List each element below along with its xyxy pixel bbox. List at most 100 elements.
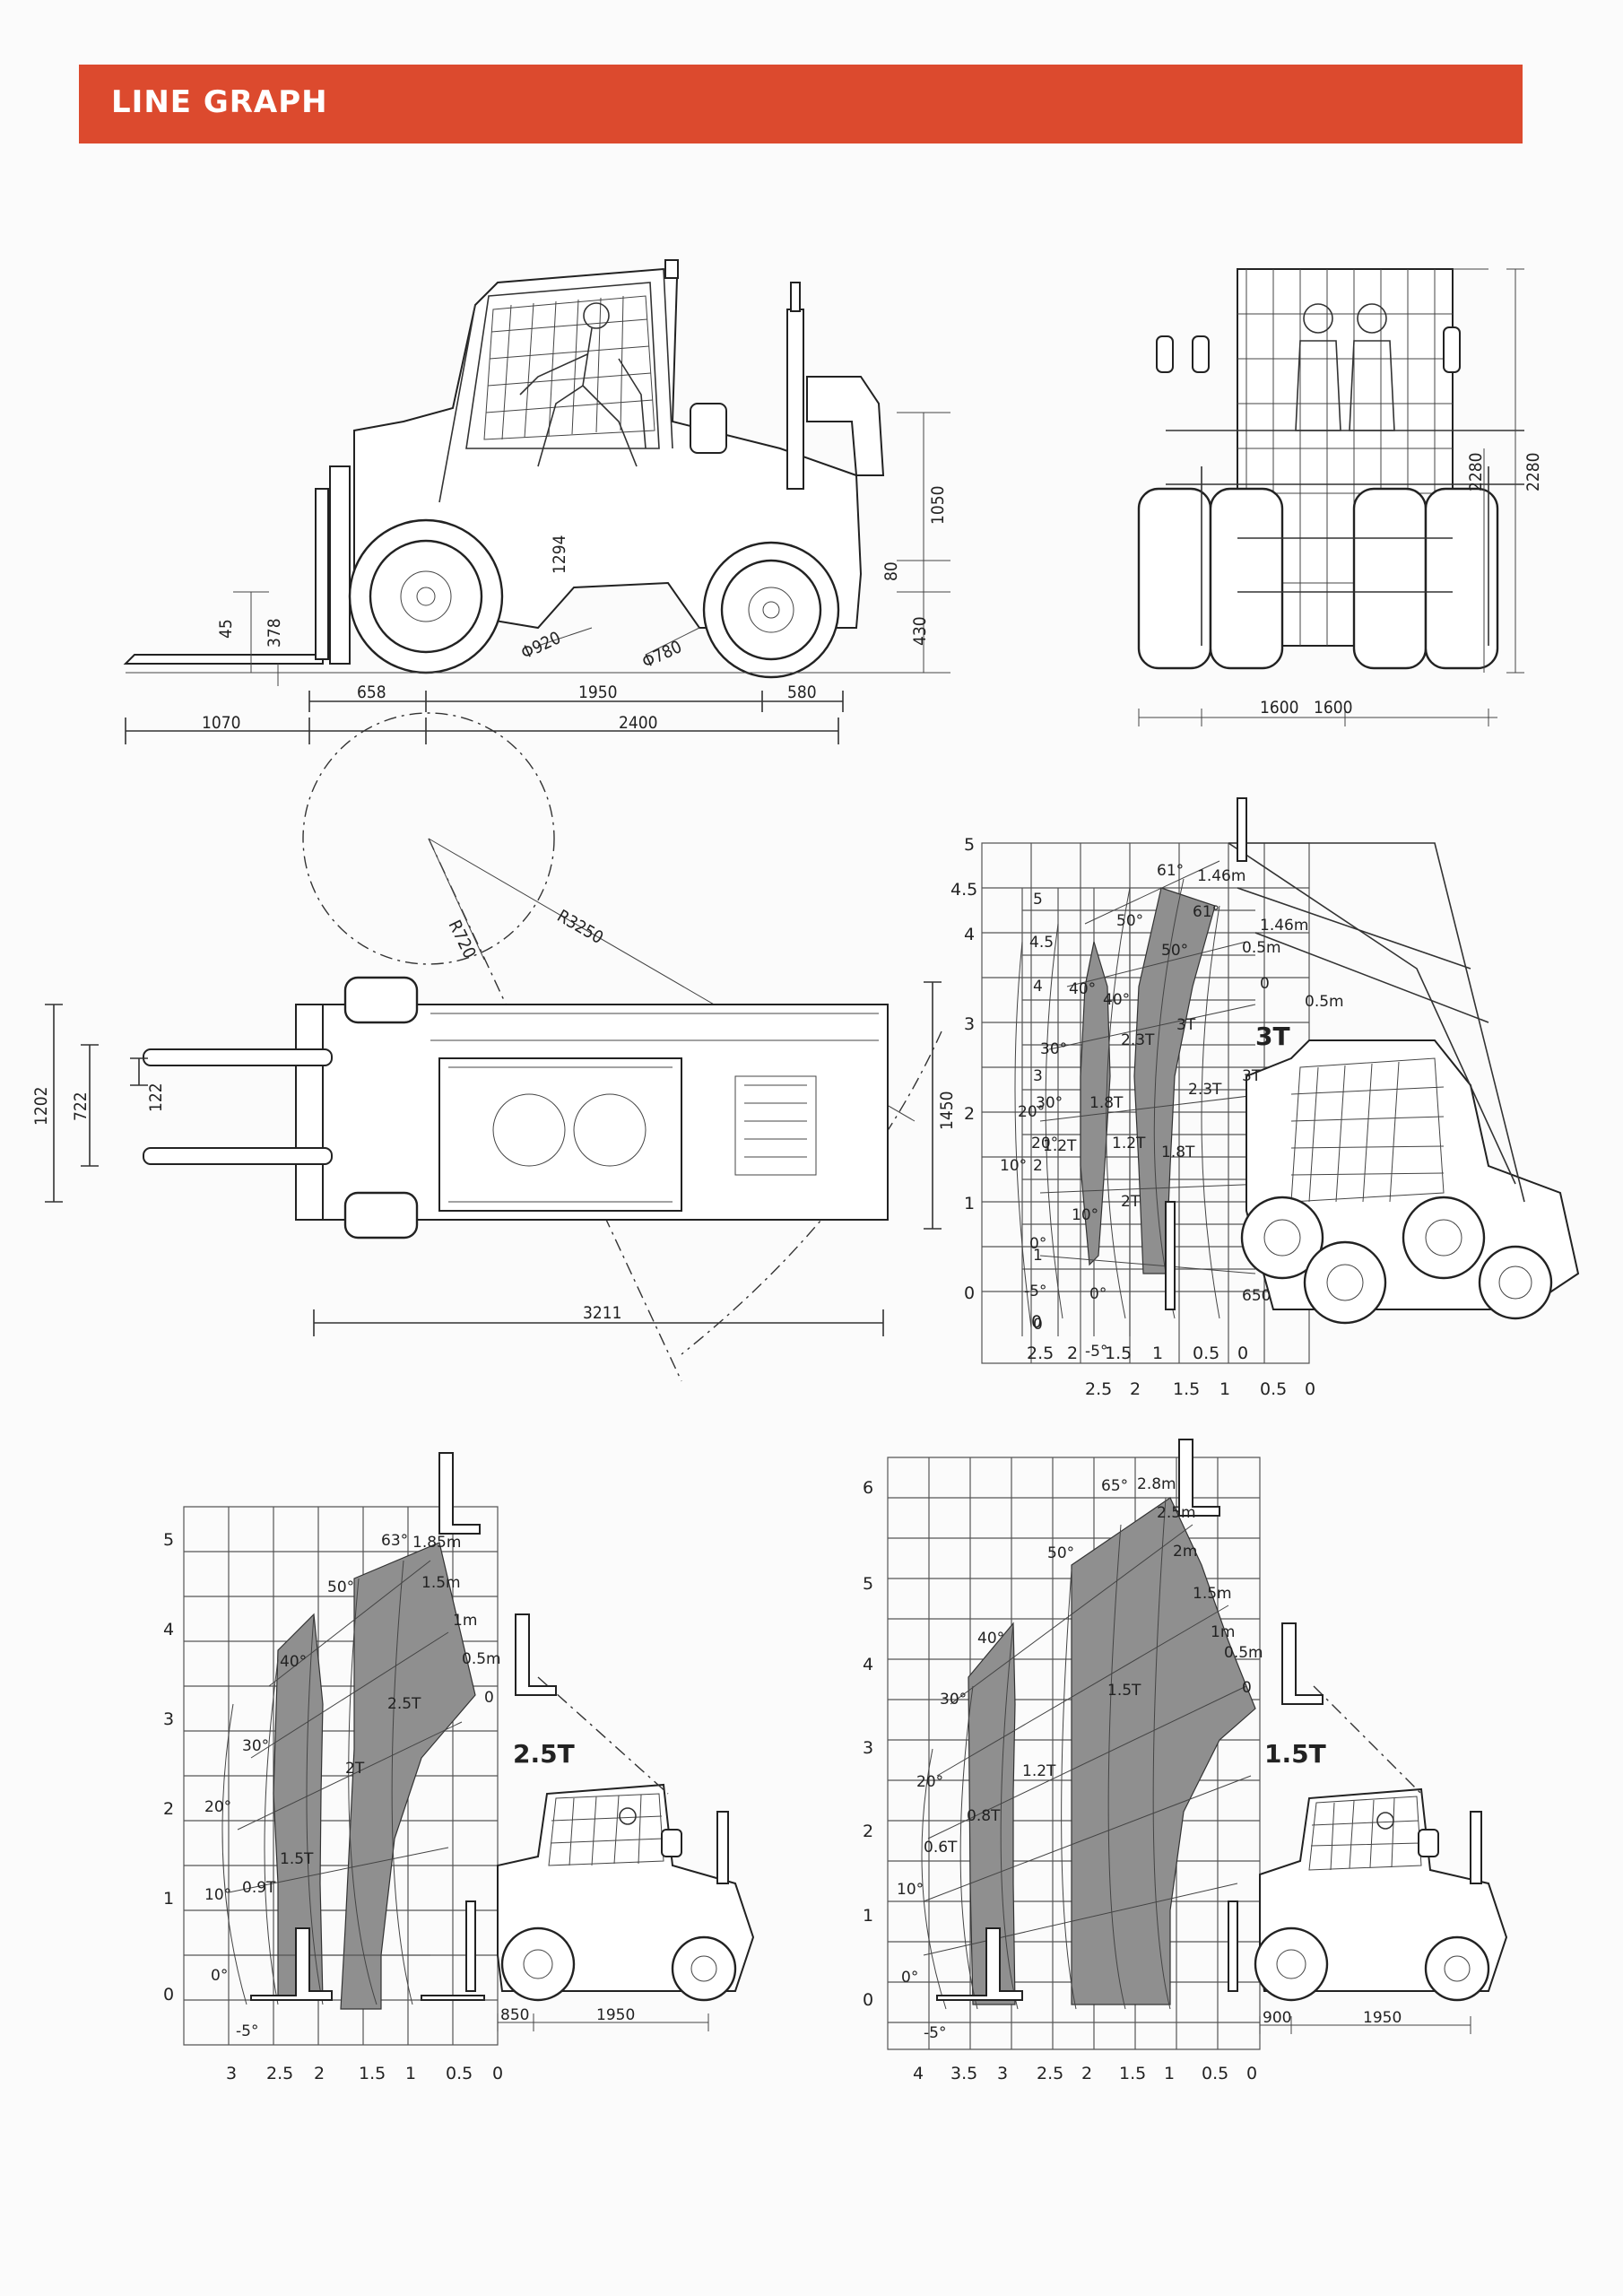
dim-inner-radius: R720	[445, 918, 480, 962]
x-tick: 2.5	[1085, 1379, 1112, 1399]
operator-figure	[519, 302, 647, 467]
angle-label: 10°	[1000, 1157, 1027, 1175]
y-tick: 4	[863, 1655, 873, 1674]
machine-25t	[250, 1452, 755, 2002]
angle-label-inner: 40°	[1103, 991, 1130, 1009]
angle-label: 50°	[327, 1578, 354, 1596]
dim-front-overhang: 658	[357, 683, 386, 702]
x-tick-inner: 2	[1067, 1344, 1078, 1363]
beacon	[690, 403, 727, 454]
x-tick: 0.5	[1202, 2064, 1228, 2083]
x-tick: 0.5	[1260, 1379, 1287, 1399]
turning-radius-line	[428, 838, 682, 1382]
reach-label: 1.46m	[1260, 917, 1308, 935]
dim-rear-wheel: Φ780	[639, 637, 685, 672]
front-view-drawing: 1600 1600 2280 2280	[1137, 268, 1543, 726]
angle-label: 20°	[916, 1773, 943, 1791]
dim-mid-height: 80	[881, 561, 901, 581]
fork-shank	[315, 488, 329, 660]
y-tick: 6	[863, 1478, 873, 1498]
capacity-label-3t: 3T	[1255, 1022, 1290, 1051]
x-tick-inner: 1	[1152, 1344, 1163, 1363]
y-tick: 1	[863, 1906, 873, 1926]
y-tick: 1	[964, 1194, 975, 1213]
load-label: 2.5T	[387, 1695, 421, 1713]
offset-dim: 650	[1242, 1287, 1271, 1305]
y-tick-inner: 2	[1033, 1157, 1043, 1175]
y-tick: 0	[163, 1985, 174, 2005]
capacity-label-15t: 1.5T	[1264, 1739, 1326, 1769]
y-tick: 2	[863, 1822, 873, 1841]
x-tick: 1	[1219, 1379, 1230, 1399]
offset-dim: 1950	[596, 2006, 635, 2024]
y-tick: 3	[964, 1014, 975, 1034]
load-label: 2.3T	[1188, 1081, 1222, 1099]
reach-label: 1.85m	[412, 1534, 461, 1552]
angle-label: 0°	[211, 1967, 228, 1985]
dim-clearance: 430	[910, 616, 930, 646]
dim-tread-right: 1600	[1314, 698, 1353, 718]
dim-fork-width: 122	[146, 1083, 166, 1112]
x-tick: 3.5	[950, 2064, 977, 2083]
reach-label: 0.5m	[1242, 939, 1281, 957]
offset-dim: 900	[1263, 2009, 1291, 2027]
load-label: 3T	[1176, 1016, 1196, 1034]
load-label: 1.8T	[1161, 1144, 1195, 1161]
angle-label-inner: 20°	[1031, 1135, 1058, 1152]
front-wheel	[348, 518, 504, 674]
dim-outer-radius: R3250	[554, 906, 607, 948]
load-label: 3T	[1242, 1067, 1262, 1085]
angle-label: 30°	[1040, 1040, 1067, 1058]
dim-wheelbase: 1950	[578, 683, 618, 702]
x-tick: 2.5	[1037, 2064, 1063, 2083]
y-tick: 4.5	[950, 880, 977, 900]
machine-3t	[1165, 797, 1580, 1325]
top-view-drawing: R720 R3250 1202 722 122 1450	[31, 712, 957, 1382]
dim-upper-height: 1050	[928, 486, 948, 526]
y-tick-inner: 4	[1033, 978, 1043, 996]
y-tick: 1	[163, 1889, 174, 1909]
dim-fork-drop: 45	[216, 619, 236, 639]
reach-label: 0	[1242, 1679, 1252, 1697]
x-tick-inner: 0.5	[1193, 1344, 1219, 1363]
y-tick: 5	[163, 1530, 174, 1550]
angle-label: 10°	[204, 1886, 231, 1904]
reach-label: 0	[484, 1689, 494, 1707]
x-tick: 1	[405, 2064, 416, 2083]
top-fork-left	[143, 1048, 333, 1066]
reach-label: 1m	[1211, 1623, 1235, 1641]
x-tick: 1.5	[1119, 2064, 1146, 2083]
cab-mesh	[483, 295, 655, 440]
dim-carriage-width: 722	[71, 1091, 91, 1121]
offset-dim: 1950	[1363, 2009, 1402, 2027]
x-tick: 3	[226, 2064, 237, 2083]
reach-label: 0	[1260, 975, 1270, 993]
dim-front-wheel: Φ920	[518, 628, 564, 663]
y-tick: 2	[163, 1799, 174, 1819]
reach-label: 1.46m	[1197, 867, 1245, 885]
reach-label: 2m	[1173, 1543, 1197, 1561]
angle-label: 50°	[1116, 912, 1143, 930]
load-label: 1.2T	[1022, 1762, 1056, 1780]
fork-tine	[123, 654, 324, 665]
y-tick: 0	[964, 1283, 975, 1303]
page-title: LINE GRAPH	[111, 84, 328, 120]
reach-label: 0.5m	[1305, 993, 1344, 1011]
load-label: 1.2T	[1043, 1137, 1077, 1155]
load-label: 2T	[345, 1760, 365, 1778]
x-tick: 1.5	[1173, 1379, 1200, 1399]
y-tick: 5	[863, 1574, 873, 1594]
load-label: 2.3T	[1121, 1031, 1155, 1049]
reach-label: 0.5m	[462, 1650, 501, 1668]
side-view-drawing: 45 378 1294 Φ920 Φ780 1050 80 430 658 19…	[123, 259, 950, 744]
angle-label-inner: 10°	[1072, 1206, 1098, 1224]
angle-label-inner: 61°	[1193, 903, 1219, 921]
dim-fork-length: 1070	[202, 713, 241, 733]
angle-label: 0°	[1029, 1235, 1046, 1253]
angle-label: 65°	[1101, 1477, 1128, 1495]
load-label: 0.6T	[924, 1839, 958, 1857]
angle-label-inner: 50°	[1161, 942, 1188, 960]
dim-mast-height: 2280	[1466, 453, 1486, 492]
angle-label: -5°	[924, 2024, 946, 2042]
dim-fork-spread: 1202	[31, 1087, 51, 1126]
